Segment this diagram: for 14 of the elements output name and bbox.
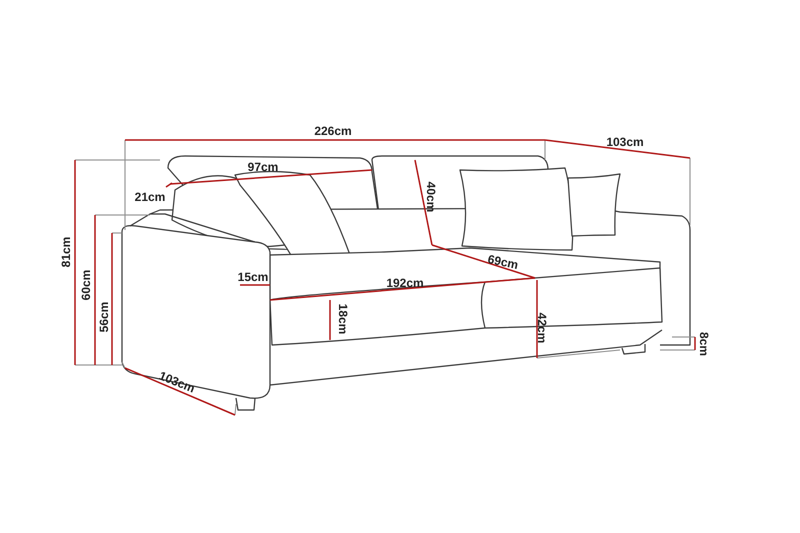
- dimension-label: 15cm: [238, 271, 268, 283]
- dimension-label: 18cm: [337, 304, 349, 334]
- dimension-label: 8cm: [698, 332, 710, 356]
- dimension-label: 97cm: [248, 161, 278, 173]
- dimension-label: 21cm: [134, 191, 166, 203]
- dimension-label: 42cm: [536, 312, 548, 344]
- dimension-label: 40cm: [425, 182, 437, 212]
- dimension-label: 226cm: [314, 125, 352, 137]
- dimension-label: 60cm: [80, 270, 92, 300]
- dimension-label: 69cm: [486, 252, 520, 272]
- dimension-label: 103cm: [606, 136, 644, 148]
- dimension-label: 56cm: [98, 302, 110, 332]
- dimension-label: 192cm: [386, 277, 424, 289]
- dimension-label: 81cm: [60, 236, 72, 268]
